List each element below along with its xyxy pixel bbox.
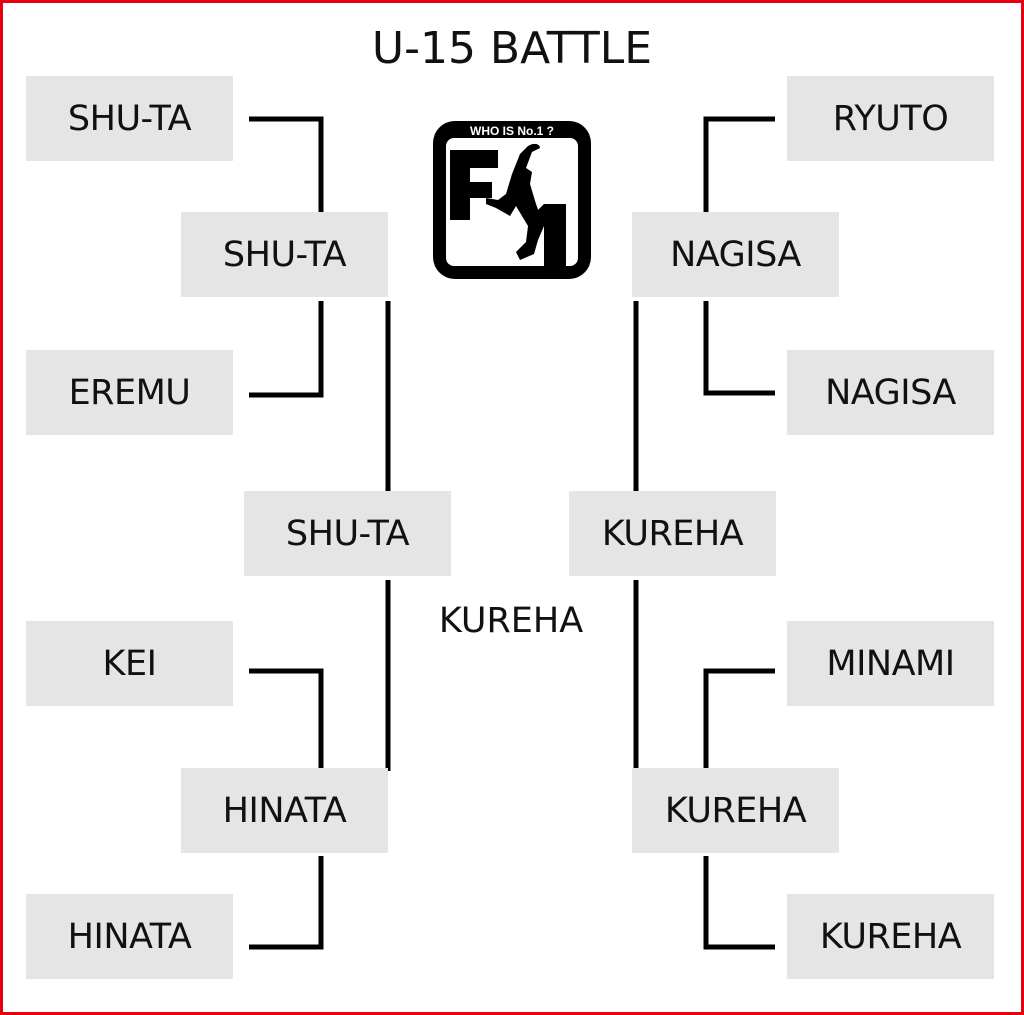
right-round1-player: NAGISA — [787, 350, 994, 435]
left-round1-player: KEI — [26, 621, 233, 706]
left-semifinal-player: SHU-TA — [244, 491, 451, 576]
left-round2-player: HINATA — [181, 768, 388, 853]
left-round1-player: SHU-TA — [26, 76, 233, 161]
bracket-lines — [249, 116, 775, 950]
bracket-line — [703, 856, 775, 950]
bracket-line — [703, 301, 775, 396]
right-round2-player: NAGISA — [632, 212, 839, 297]
f1-logo: WHO IS No.1 ? — [433, 121, 591, 279]
right-round1-player: MINAMI — [787, 621, 994, 706]
svg-text:WHO IS No.1 ?: WHO IS No.1 ? — [470, 124, 554, 138]
bracket-line — [249, 301, 324, 398]
right-round2-player: KUREHA — [632, 768, 839, 853]
page-title: U-15 BATTLE — [371, 23, 653, 74]
bracket-line — [703, 668, 775, 771]
champion-name: KUREHA — [438, 601, 584, 641]
bracket-line — [703, 116, 775, 215]
left-round2-player: SHU-TA — [181, 212, 388, 297]
bracket-line — [249, 856, 324, 950]
left-round1-player: EREMU — [26, 350, 233, 435]
bracket-line — [249, 116, 324, 215]
right-semifinal-player: KUREHA — [569, 491, 776, 576]
right-round1-player: RYUTO — [787, 76, 994, 161]
left-round1-player: HINATA — [26, 894, 233, 979]
right-round1-player: KUREHA — [787, 894, 994, 979]
bracket-line — [249, 668, 324, 771]
